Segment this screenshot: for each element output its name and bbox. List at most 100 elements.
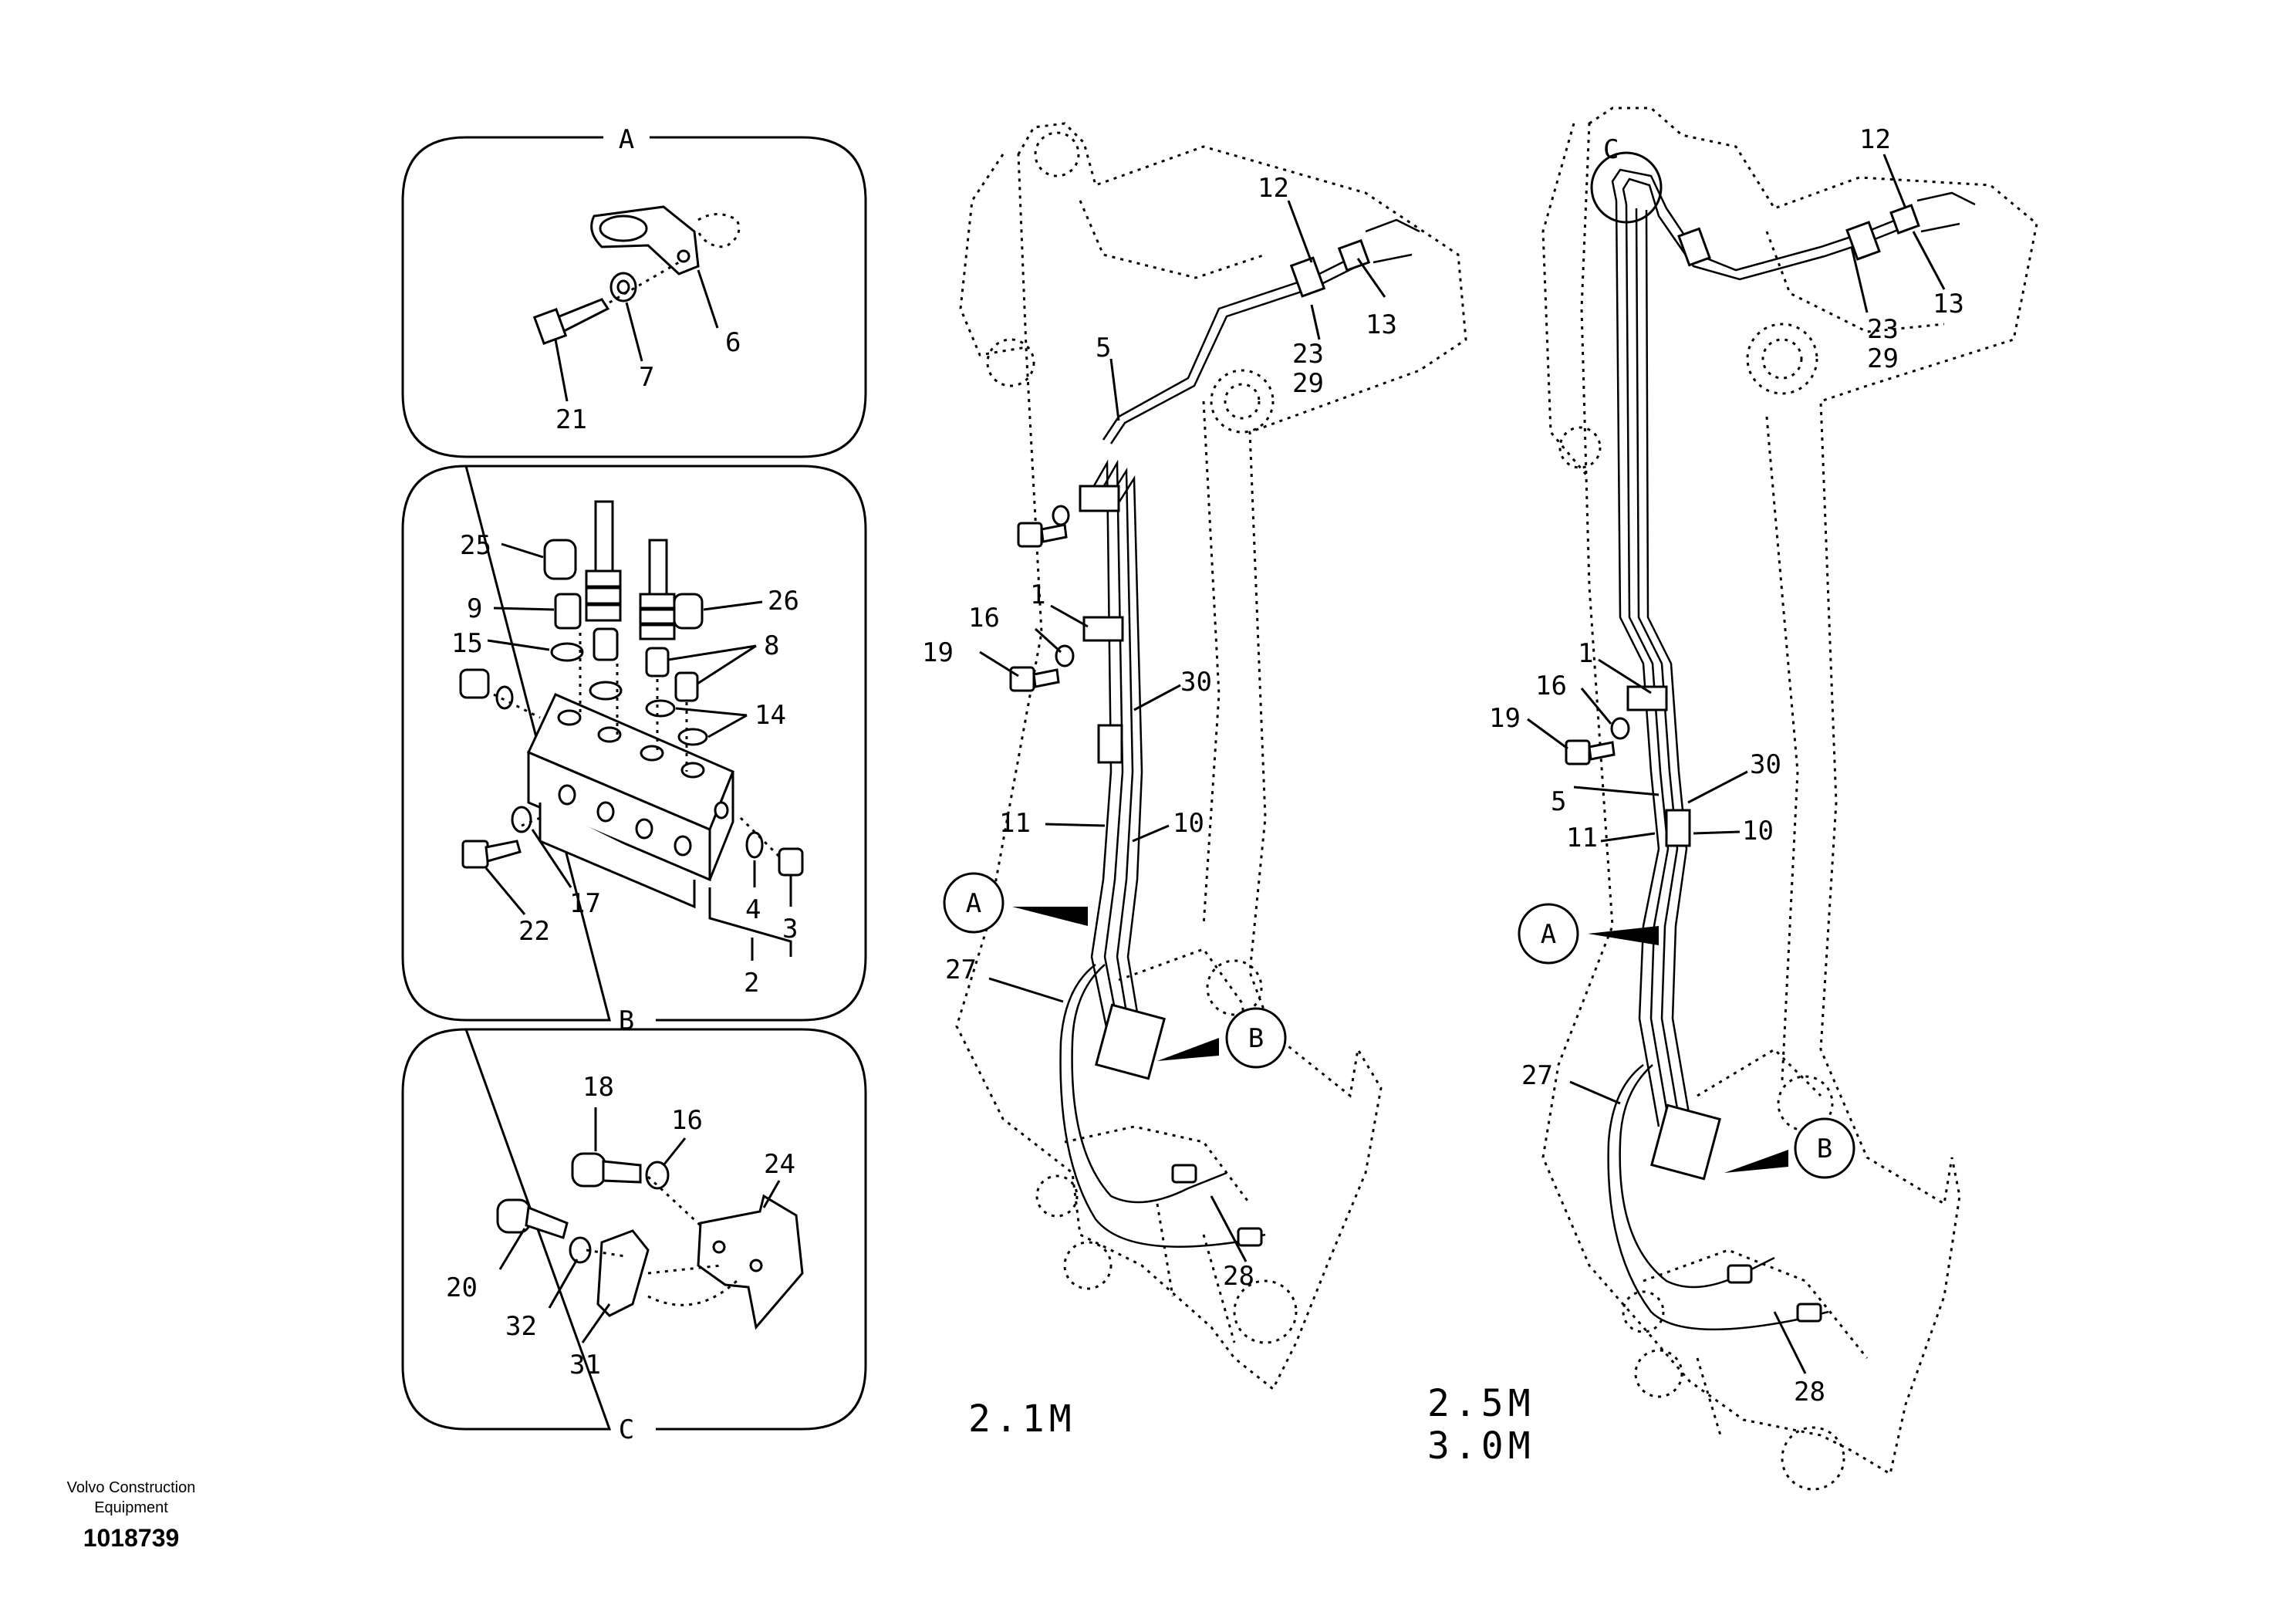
variant-label-right-1: 2.5M (1427, 1382, 1535, 1425)
callout-r-11: 11 (1566, 823, 1598, 853)
callout-r-16: 16 (1535, 671, 1567, 701)
callout-a-6: 6 (725, 327, 741, 358)
svg-text:C: C (1603, 134, 1619, 165)
callout-c-16: 16 (671, 1105, 703, 1136)
manifold-block (526, 693, 734, 909)
block-31 (596, 1229, 650, 1317)
detail-a-frame (401, 136, 867, 458)
bolt-18 (571, 1152, 642, 1188)
detail-c-panel: C 18 16 24 20 32 31 (401, 1028, 867, 1445)
callout-r-27: 27 (1521, 1060, 1553, 1091)
detail-a-label: A (619, 124, 634, 155)
callout-l-12: 12 (1258, 173, 1289, 204)
ref-c-right: C (1603, 134, 1619, 165)
callout-c-24: 24 (764, 1149, 795, 1180)
ref-b-right: B (1724, 1117, 1855, 1179)
document-number: 1018739 (83, 1524, 180, 1552)
plug-left (459, 668, 514, 710)
detail-c-label: C (619, 1414, 634, 1445)
svg-text:A: A (1541, 919, 1556, 950)
washer-7 (609, 272, 637, 302)
p-clip-bracket (590, 205, 741, 275)
callout-l-10: 10 (1173, 808, 1204, 839)
callout-b-25: 25 (460, 530, 491, 561)
callout-b-4: 4 (745, 894, 761, 925)
svg-text:A: A (966, 888, 981, 919)
svg-text:B: B (1817, 1134, 1832, 1164)
callout-l-27: 27 (945, 955, 977, 985)
callout-r-13: 13 (1933, 289, 1964, 319)
callout-l-29: 29 (1292, 368, 1324, 399)
brand-name: Volvo Construction Equipment (66, 1479, 196, 1516)
callout-l-30: 30 (1180, 667, 1212, 698)
callout-c-18: 18 (582, 1072, 614, 1103)
washer-32 (569, 1236, 592, 1264)
callout-b-9: 9 (467, 593, 482, 624)
bolt-21 (532, 298, 610, 345)
callout-a-21: 21 (555, 404, 587, 435)
fitting-center (593, 627, 619, 661)
callout-r-30: 30 (1750, 749, 1781, 780)
callout-r-19: 19 (1489, 703, 1521, 734)
callout-b-3: 3 (782, 914, 798, 944)
callout-l-5: 5 (1096, 333, 1111, 363)
callout-l-23: 23 (1292, 339, 1324, 370)
callout-b-17: 17 (569, 888, 601, 919)
oring-14a (645, 699, 676, 718)
bolt-20 (496, 1198, 569, 1239)
arm-left-assembly: A B 12 13 23 29 5 1 16 19 30 11 10 27 28… (922, 122, 1467, 1441)
callout-r-1: 1 (1578, 638, 1593, 669)
ref-b-left: B (1157, 1007, 1287, 1069)
callout-c-32: 32 (505, 1311, 537, 1342)
callout-l-28: 28 (1223, 1261, 1254, 1292)
arm-right-outline (1541, 106, 2038, 1476)
callout-l-19: 19 (922, 637, 954, 668)
hose-left-27 (1059, 964, 1266, 1248)
plug-3 (778, 847, 804, 877)
ref-a-right: A (1518, 903, 1659, 965)
bolt-22 (461, 840, 522, 869)
callout-l-1: 1 (1030, 580, 1045, 610)
detail-a-panel: A 6 7 21 (401, 123, 867, 458)
callout-b-8: 8 (764, 630, 779, 661)
washer-16 (645, 1161, 670, 1190)
callout-b-22: 22 (518, 916, 550, 947)
detail-c-frame (401, 1028, 867, 1431)
hose-right-27 (1607, 1064, 1829, 1331)
detail-b-frame (401, 465, 867, 1022)
fitting-8a (645, 647, 670, 678)
callout-c-20: 20 (446, 1272, 478, 1303)
callout-b-14: 14 (755, 700, 786, 731)
oring-14b (677, 728, 708, 746)
cap-25 (543, 539, 577, 580)
arm-right-assembly: C A B 12 (1427, 106, 2038, 1491)
callout-b-15: 15 (451, 628, 483, 659)
ref-a-left: A (943, 872, 1088, 934)
callout-b-26: 26 (768, 586, 799, 617)
callout-r-29: 29 (1867, 343, 1899, 374)
detail-b-panel: B (401, 465, 867, 1036)
svg-text:B: B (1248, 1023, 1264, 1054)
hose-stubs (585, 500, 676, 640)
oring-15 (550, 642, 584, 662)
washer-17 (511, 806, 532, 833)
callout-a-7: 7 (639, 362, 654, 393)
callout-r-23: 23 (1867, 314, 1899, 345)
callout-l-16: 16 (968, 603, 1000, 634)
fitting-9 (554, 593, 582, 630)
callout-l-11: 11 (999, 808, 1031, 839)
variant-label-left: 2.1M (968, 1397, 1076, 1441)
callout-r-10: 10 (1742, 816, 1774, 846)
callout-r-12: 12 (1859, 124, 1891, 155)
plate-24 (697, 1194, 804, 1330)
variant-label-right-2: 3.0M (1427, 1424, 1535, 1468)
cap-26 (673, 593, 704, 630)
fitting-8b (674, 671, 699, 702)
detail-b-label: B (619, 1005, 634, 1036)
oring-center (589, 681, 623, 701)
callout-l-13: 13 (1366, 309, 1397, 340)
callout-c-31: 31 (569, 1350, 601, 1380)
callout-b-2: 2 (744, 968, 759, 999)
callout-r-28: 28 (1794, 1377, 1825, 1407)
